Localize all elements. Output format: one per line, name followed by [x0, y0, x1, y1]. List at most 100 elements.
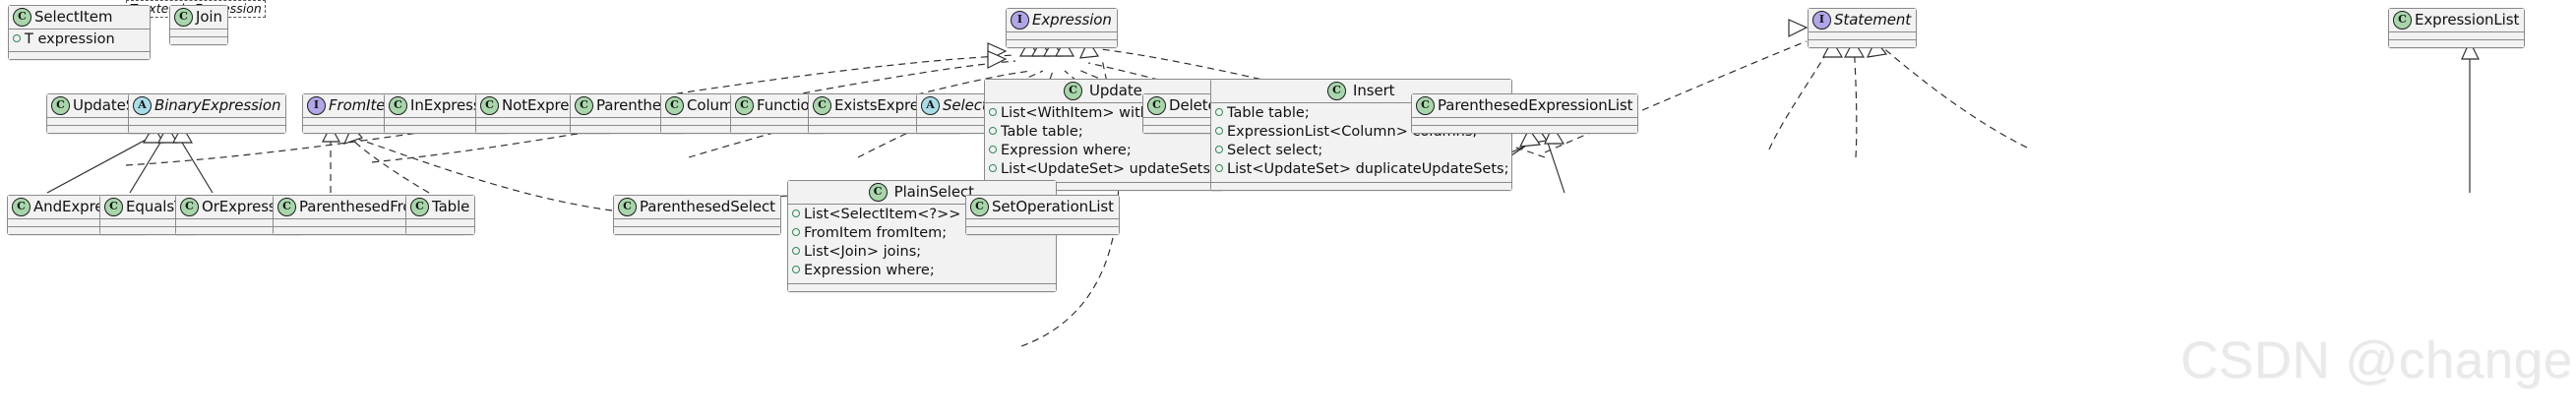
attributes-divider [1211, 181, 1512, 183]
visibility-public-icon [989, 164, 997, 173]
header-divider [9, 29, 150, 30]
operations-compartment [129, 126, 286, 133]
class-badge-icon: C [480, 96, 499, 115]
attributes-compartment [47, 118, 155, 125]
operations-compartment [788, 283, 1056, 291]
attributes-divider [614, 226, 780, 227]
attribute-row: List<UpdateSet> updateSets; [989, 160, 1219, 179]
abstract-badge-icon: A [921, 96, 940, 115]
class-name-label: EqualsTo [126, 197, 190, 215]
attributes-divider [9, 51, 150, 53]
attributes-divider [1007, 39, 1117, 40]
header-divider [2389, 31, 2525, 32]
header-divider [476, 117, 612, 118]
attributes-compartment [476, 118, 612, 125]
attribute-row: List<UpdateSet> duplicateUpdateSets; [1215, 160, 1508, 179]
header-divider [731, 117, 825, 118]
header-divider [788, 204, 1056, 205]
header-divider [614, 218, 780, 219]
operations-compartment [176, 227, 304, 234]
visibility-public-icon [792, 266, 800, 274]
attribute-row: List<Join> joins; [792, 243, 1053, 262]
visibility-public-icon [13, 34, 21, 42]
attributes-divider [47, 125, 155, 126]
class-name-label: PlainSelect [893, 182, 974, 201]
class-name-label: BinaryExpression [154, 95, 281, 114]
attributes-compartment [571, 118, 686, 125]
attribute-label: List<UpdateSet> updateSets; [1001, 161, 1215, 178]
operations-compartment [571, 126, 686, 133]
attributes-divider [129, 125, 286, 126]
operations-compartment [170, 37, 227, 44]
operations-compartment [476, 126, 612, 133]
class-badge-icon: C [104, 198, 123, 216]
attributes-compartment [406, 219, 475, 226]
class-badge-icon: C [665, 96, 684, 115]
class-badge-icon: C [180, 198, 199, 216]
operations-compartment [385, 126, 509, 133]
header-divider [47, 117, 155, 118]
class-badge-icon: C [12, 198, 31, 216]
attribute-label: Expression where; [804, 263, 935, 279]
attributes-divider [274, 226, 464, 227]
class-badge-icon: C [1416, 96, 1435, 115]
operations-compartment [8, 227, 147, 234]
operations-compartment [809, 126, 961, 133]
attributes-divider [731, 125, 825, 126]
csdn-watermark: CSDN @changelzj [2180, 331, 2576, 389]
interface-badge-icon: I [307, 96, 326, 115]
class-name-label: ParenthesedExpressionList [1438, 95, 1633, 114]
operations-compartment [9, 52, 150, 60]
attributes-divider [661, 125, 748, 126]
header-divider [1809, 31, 1917, 32]
class-name-label: SetOperationList [992, 197, 1114, 215]
class-badge-icon: C [13, 8, 31, 27]
interface-badge-icon: I [1011, 11, 1029, 30]
attributes-divider [303, 125, 404, 126]
operations-compartment [1412, 126, 1638, 133]
class-name-label: Parenthesis [596, 95, 681, 114]
attribute-label: T expression [25, 31, 115, 47]
operations-compartment [2389, 40, 2525, 47]
attributes-compartment [1809, 32, 1917, 39]
attributes-compartment [966, 219, 1119, 226]
attributes-compartment [1143, 118, 1222, 125]
operations-compartment [100, 227, 195, 234]
attributes-divider [571, 125, 686, 126]
class-name-label: Table [432, 197, 470, 215]
attribute-label: FromItem fromItem; [804, 225, 948, 242]
attributes-compartment [809, 118, 961, 125]
class-badge-icon: C [277, 198, 296, 216]
class-badge-icon: C [735, 96, 754, 115]
class-name-label: Join [196, 7, 222, 26]
attribute-row: Expression where; [989, 142, 1219, 160]
attributes-compartment [1007, 32, 1117, 39]
attributes-compartment [1412, 118, 1638, 125]
class-name-label: ExpressionList [2415, 10, 2520, 29]
